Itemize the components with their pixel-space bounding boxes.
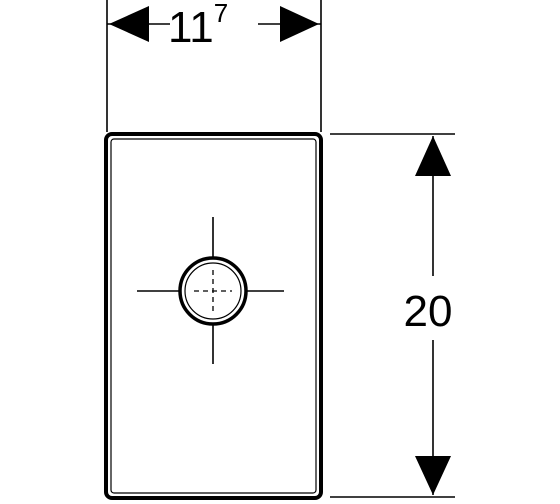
plate-inner-outline bbox=[110, 138, 317, 494]
height-dimension-label: 20 bbox=[404, 287, 453, 336]
width-dimension-sup: 7 bbox=[214, 0, 228, 28]
width-arrow-left bbox=[109, 6, 149, 42]
width-arrow-right bbox=[280, 6, 319, 42]
width-dimension-label: 117 bbox=[168, 0, 228, 52]
center-hole-inner bbox=[184, 262, 242, 320]
width-dimension-main: 11 bbox=[168, 3, 214, 52]
height-arrow-bottom bbox=[415, 456, 451, 495]
height-arrow-top bbox=[415, 136, 451, 176]
